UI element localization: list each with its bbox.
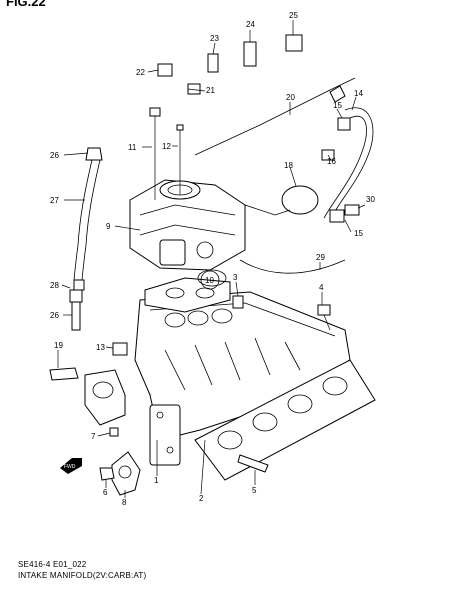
callout-27: 27	[50, 196, 59, 205]
callout-25: 25	[289, 11, 298, 20]
callout-11: 11	[128, 143, 137, 152]
callout-28: 28	[50, 281, 59, 290]
callout-24: 24	[246, 20, 255, 29]
callout-18: 18	[284, 161, 293, 170]
callout-20: 20	[286, 93, 295, 102]
callout-4: 4	[319, 283, 324, 292]
callout-2: 2	[199, 494, 204, 503]
callout-10-ring	[200, 270, 220, 290]
callout-labels: 1 2 3 4 5 6 7 8 9 10 11 12 13 14 15 15 1…	[50, 11, 375, 507]
figure-code: SE416-4 E01_022	[18, 560, 87, 569]
figure-title: FIG.22	[6, 0, 46, 9]
callout-22: 22	[136, 68, 145, 77]
callout-6: 6	[103, 488, 108, 497]
front-direction-marker: FWD	[60, 458, 82, 474]
front-marker-label: FWD	[64, 464, 76, 470]
figure-caption: INTAKE MANIFOLD(2V:CARB:AT)	[18, 571, 147, 580]
callout-7: 7	[91, 432, 96, 441]
callout-29: 29	[316, 253, 325, 262]
callout-15-lower: 15	[354, 229, 363, 238]
callout-5: 5	[252, 486, 257, 495]
callout-8: 8	[122, 498, 127, 507]
callout-14: 14	[354, 89, 363, 98]
throttle-cable	[194, 77, 356, 156]
callout-15-upper: 15	[333, 101, 342, 110]
callout-1: 1	[154, 476, 159, 485]
callout-12: 12	[162, 142, 171, 151]
callout-30: 30	[366, 195, 375, 204]
callout-10: 10	[205, 276, 214, 285]
callout-21: 21	[206, 86, 215, 95]
callout-3: 3	[233, 273, 238, 282]
callout-26-lower: 26	[50, 311, 59, 320]
callout-23: 23	[210, 34, 219, 43]
callout-26-upper: 26	[50, 151, 59, 160]
carburetor	[129, 179, 246, 271]
carburetor-gasket	[144, 269, 231, 313]
leader-lines	[57, 20, 366, 498]
callout-19: 19	[54, 341, 63, 350]
callout-9: 9	[106, 222, 111, 231]
hose	[73, 159, 101, 281]
callout-13: 13	[96, 343, 105, 352]
callout-16: 16	[327, 157, 336, 166]
manifold-gasket	[194, 359, 376, 481]
intake-manifold	[134, 291, 351, 466]
